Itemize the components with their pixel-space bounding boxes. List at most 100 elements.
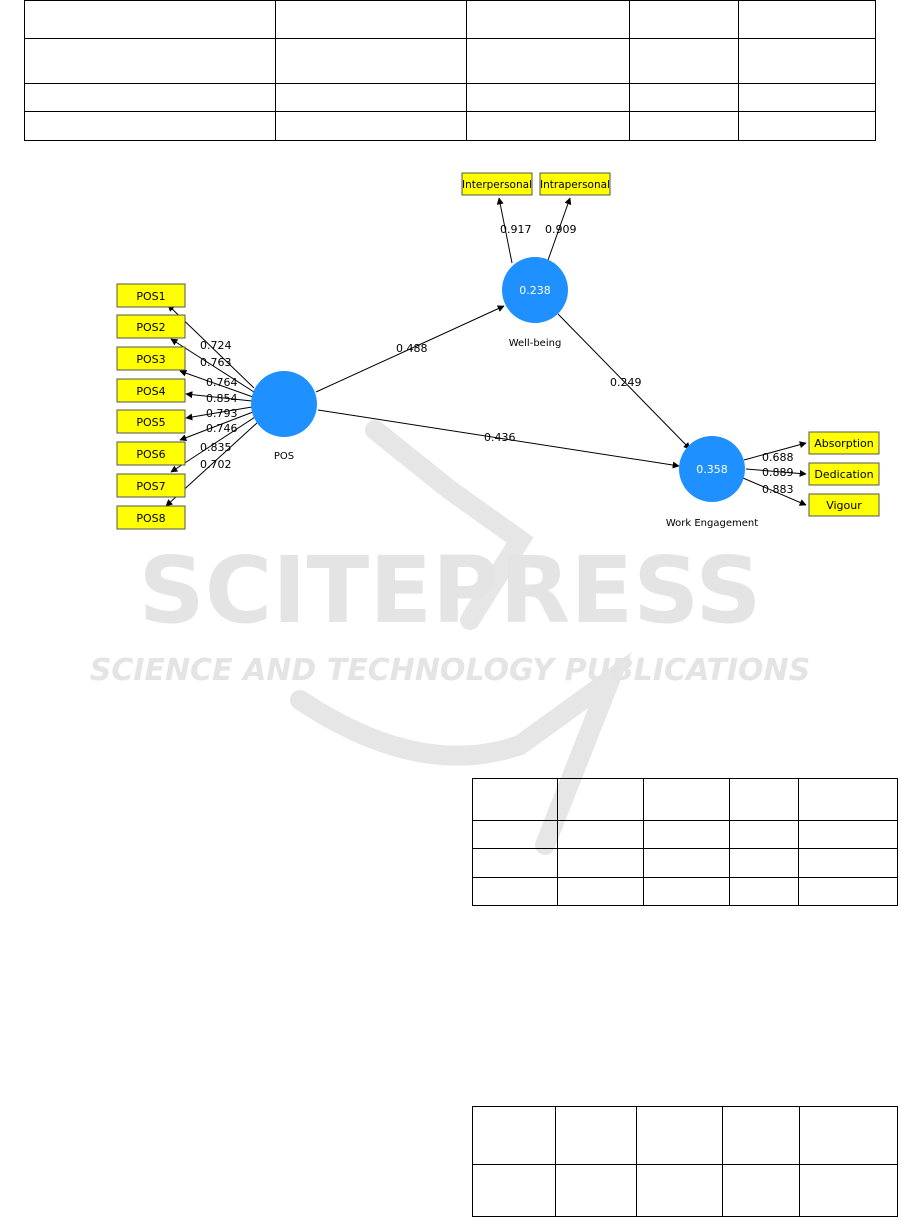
table-cell <box>275 38 467 84</box>
loading-arrow-interpersonal <box>496 197 513 264</box>
loading-arrow-absorption <box>743 441 807 461</box>
indicator-pos2: POS2 <box>116 314 186 339</box>
indicator-interpersonal: Interpersonal <box>461 172 533 196</box>
indicator-label-pos8: POS8 <box>136 512 165 525</box>
indicator-pos4: POS4 <box>116 378 186 403</box>
loading-value-intrapersonal: 0.909 <box>545 223 577 236</box>
bottom-table <box>472 1106 898 1217</box>
table-cell <box>472 877 558 906</box>
table-cell <box>466 0 630 39</box>
path-wellbeing-engagement-arrow <box>557 313 691 450</box>
table-cell <box>798 820 898 849</box>
indicator-absorption: Absorption <box>808 431 880 455</box>
loading-value-pos5: 0.793 <box>206 407 238 420</box>
indicator-intrapersonal: Intrapersonal <box>539 172 611 196</box>
table-cell <box>472 820 558 849</box>
top-table <box>24 0 876 141</box>
table-cell <box>798 848 898 878</box>
construct-engagement-circle <box>679 436 745 502</box>
table-cell <box>799 1106 898 1165</box>
indicator-label-absorption: Absorption <box>814 437 874 450</box>
loading-arrow-vigour <box>742 477 807 506</box>
table-cell <box>643 778 730 821</box>
loading-value-vigour: 0.883 <box>762 483 794 496</box>
loading-value-pos7: 0.835 <box>200 441 232 454</box>
indicator-pos1: POS1 <box>116 283 186 308</box>
indicator-label-pos1: POS1 <box>136 290 165 303</box>
loading-arrow-dedication <box>745 468 807 477</box>
table-cell <box>24 38 276 84</box>
indicator-label-pos2: POS2 <box>136 321 165 334</box>
indicator-label-intrapersonal: Intrapersonal <box>540 179 610 191</box>
loading-value-pos2: 0.763 <box>200 356 232 369</box>
table-cell <box>24 83 276 112</box>
table-cell <box>472 848 558 878</box>
loading-value-pos3: 0.764 <box>206 376 238 389</box>
table-cell <box>629 38 739 84</box>
indicator-pos3: POS3 <box>116 346 186 371</box>
indicator-label-dedication: Dedication <box>814 468 873 481</box>
indicator-pos5: POS5 <box>116 409 186 434</box>
table-cell <box>557 778 644 821</box>
table-cell <box>643 877 730 906</box>
table-cell <box>466 111 630 141</box>
loading-arrow-intrapersonal <box>546 197 572 264</box>
construct-pos-label: POS <box>274 451 294 462</box>
indicator-dedication: Dedication <box>808 462 880 486</box>
loading-arrow-pos3 <box>179 369 254 398</box>
table-cell <box>24 111 276 141</box>
table-cell <box>557 848 644 878</box>
indicator-pos6: POS6 <box>116 441 186 466</box>
path-coefficient-wellbeing-engagement: 0.249 <box>610 376 642 389</box>
table-cell <box>472 1106 556 1165</box>
loading-value-pos8: 0.702 <box>200 458 232 471</box>
table-cell <box>643 820 730 849</box>
table-cell <box>798 877 898 906</box>
indicator-vigour: Vigour <box>808 493 880 517</box>
table-cell <box>729 820 799 849</box>
construct-pos: POS <box>251 371 317 462</box>
table-cell <box>738 38 876 84</box>
loading-arrow-pos5 <box>185 406 253 421</box>
indicator-label-interpersonal: Interpersonal <box>462 179 532 191</box>
table-cell <box>557 820 644 849</box>
table-cell <box>729 778 799 821</box>
table-cell <box>629 111 739 141</box>
table-cell <box>729 848 799 878</box>
table-cell <box>636 1106 723 1165</box>
construct-pos-circle <box>251 371 317 437</box>
table-cell <box>275 111 467 141</box>
indicator-label-pos5: POS5 <box>136 416 165 429</box>
table-cell <box>636 1164 723 1217</box>
construct-wellbeing-value: 0.238 <box>519 284 551 297</box>
indicator-label-pos3: POS3 <box>136 353 165 366</box>
loading-value-pos1: 0.724 <box>200 339 232 352</box>
table-cell <box>275 83 467 112</box>
table-cell <box>466 83 630 112</box>
table-cell <box>472 778 558 821</box>
loading-value-pos6: 0.746 <box>206 422 238 435</box>
path-coefficient-pos-engagement: 0.436 <box>484 431 516 444</box>
construct-engagement: 0.358 Work Engagement <box>666 436 758 529</box>
table-cell <box>557 877 644 906</box>
indicator-label-vigour: Vigour <box>826 499 862 512</box>
table-cell <box>629 83 739 112</box>
loading-value-interpersonal: 0.917 <box>500 223 532 236</box>
loading-value-absorption: 0.688 <box>762 451 794 464</box>
table-cell <box>722 1164 800 1217</box>
loading-value-pos4: 0.854 <box>206 392 238 405</box>
table-cell <box>555 1164 637 1217</box>
loading-arrow-pos4 <box>185 391 253 402</box>
table-cell <box>738 83 876 112</box>
indicator-label-pos4: POS4 <box>136 385 165 398</box>
table-cell <box>466 38 630 84</box>
construct-wellbeing-circle <box>502 257 568 323</box>
indicator-label-pos7: POS7 <box>136 480 165 493</box>
indicator-label-pos6: POS6 <box>136 448 165 461</box>
construct-engagement-label: Work Engagement <box>666 518 758 529</box>
path-coefficient-pos-wellbeing: 0.488 <box>396 342 428 355</box>
middle-table <box>472 778 898 906</box>
path-pos-wellbeing-arrow <box>315 305 505 393</box>
table-cell <box>643 848 730 878</box>
